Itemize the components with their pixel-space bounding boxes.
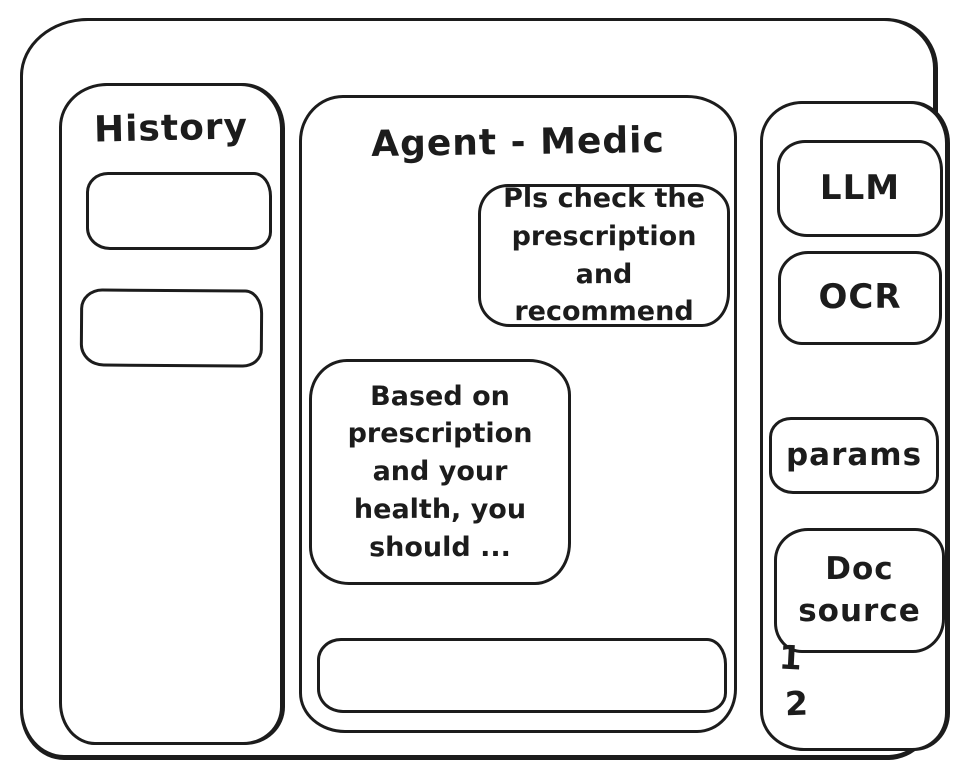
chat-panel: Agent - Medic Pls check the prescription…	[299, 95, 737, 733]
chat-message-assistant: Based on prescription and your health, y…	[309, 359, 571, 585]
history-panel-title: History	[93, 106, 249, 151]
tools-panel: LLM OCR params Doc source 1 2	[760, 101, 948, 751]
chat-panel-title: Agent - Medic	[370, 119, 666, 166]
ocr-button[interactable]: OCR	[778, 251, 942, 345]
doc-source-button[interactable]: Doc source	[774, 528, 945, 653]
doc-source-item: 1	[777, 637, 803, 678]
chat-message-user: Pls check the prescription and recommend	[478, 183, 730, 327]
history-item[interactable]	[86, 172, 272, 250]
message-input[interactable]	[317, 638, 727, 713]
doc-source-item: 2	[784, 683, 809, 724]
params-button[interactable]: params	[769, 417, 939, 494]
history-panel: History	[59, 83, 283, 745]
history-item[interactable]	[79, 288, 264, 368]
app-window: History Agent - Medic Pls check the pres…	[20, 18, 948, 758]
llm-button[interactable]: LLM	[777, 140, 943, 237]
